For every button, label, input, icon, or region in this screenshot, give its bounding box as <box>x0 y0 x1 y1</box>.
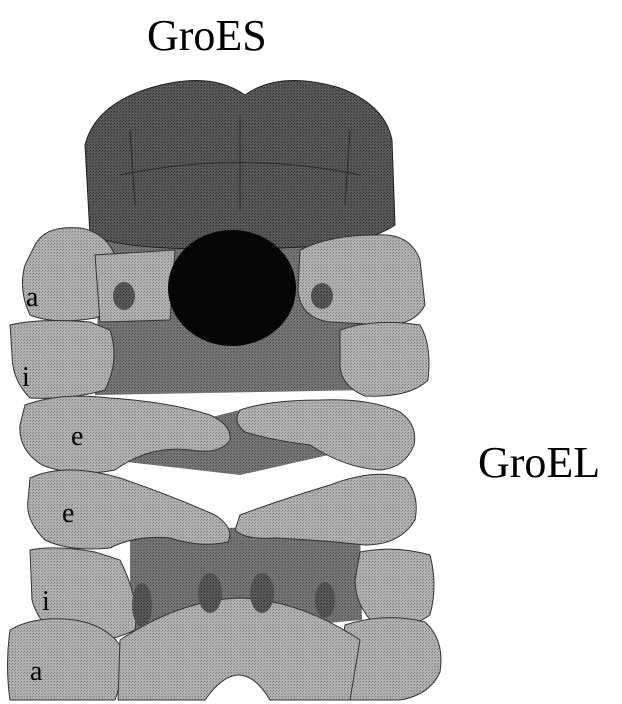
lower-apical-left-subunit <box>8 619 122 700</box>
substrate-blob <box>168 230 296 346</box>
lower-apical-letter: a <box>30 656 43 687</box>
groes-cap <box>85 80 395 248</box>
upper-apical-letter: a <box>26 282 39 313</box>
lower-equatorial-right-subunit <box>235 474 416 545</box>
lower-equatorial-left-subunit <box>28 470 230 549</box>
lower-intermediate-right-subunit <box>355 549 434 626</box>
upper-intermediate-letter: i <box>22 362 30 393</box>
upper-apical-right-subunit <box>298 235 425 325</box>
upper-intermediate-right-subunit <box>340 322 429 396</box>
lower-equatorial-letter: e <box>62 498 74 529</box>
upper-apical-center-left-subunit <box>95 250 175 322</box>
lower-intermediate-letter: i <box>42 586 50 617</box>
upper-equatorial-letter: e <box>71 421 83 452</box>
